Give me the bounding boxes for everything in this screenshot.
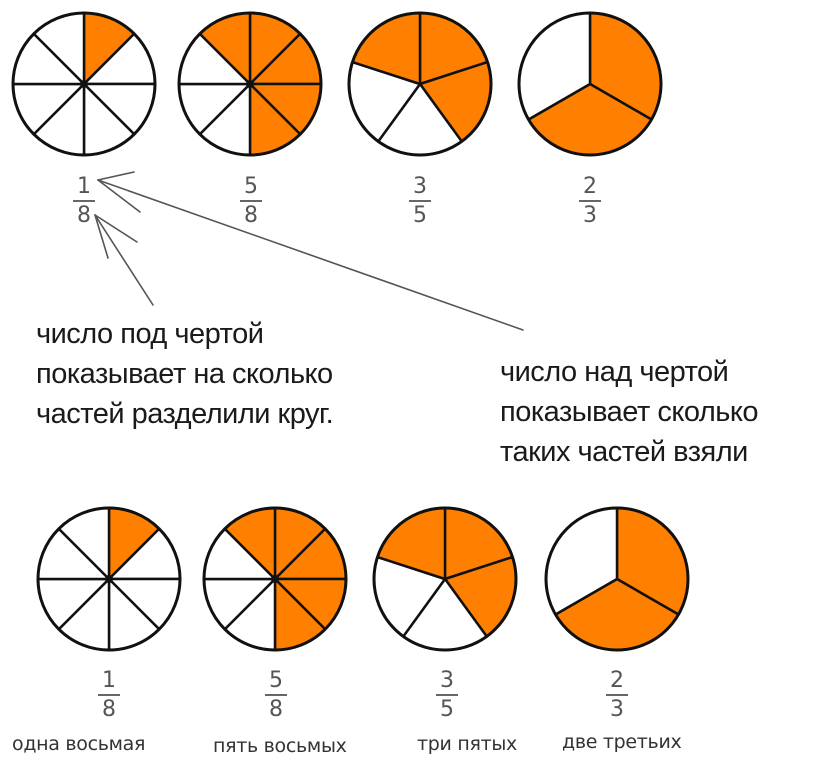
pie-two-thirds-bottom bbox=[544, 506, 690, 652]
fraction-top-4: 2 3 bbox=[570, 176, 610, 227]
pie-three-fifths-bottom bbox=[372, 506, 518, 652]
fraction-words-4: две третьих bbox=[562, 731, 682, 753]
fraction-bottom-3: 3 5 bbox=[427, 670, 467, 721]
caption-line: таких частей взяли bbox=[500, 436, 748, 468]
fraction-bar bbox=[409, 200, 431, 202]
numerator: 3 bbox=[440, 668, 454, 693]
arrow-to-numerator bbox=[97, 179, 524, 331]
pie-two-thirds-top bbox=[517, 11, 663, 157]
numerator: 1 bbox=[77, 174, 91, 199]
denominator: 5 bbox=[413, 203, 427, 228]
fraction-bottom-2: 5 8 bbox=[256, 670, 296, 721]
numerator: 5 bbox=[269, 668, 283, 693]
caption-line: частей разделили круг. bbox=[36, 398, 334, 430]
numerator: 2 bbox=[610, 668, 624, 693]
pie-five-eighths-bottom bbox=[202, 506, 348, 652]
fraction-bar bbox=[73, 200, 95, 202]
denominator: 3 bbox=[610, 697, 624, 722]
numerator: 1 bbox=[102, 668, 116, 693]
arrow-to-denominator bbox=[94, 214, 154, 306]
fraction-bar bbox=[240, 200, 262, 202]
denominator: 3 bbox=[583, 203, 597, 228]
fraction-bottom-1: 1 8 bbox=[89, 670, 129, 721]
fraction-words-2: пять восьмых bbox=[213, 735, 347, 757]
fraction-words-3: три пятых bbox=[417, 733, 517, 755]
fraction-bar bbox=[265, 694, 287, 696]
fraction-bar bbox=[579, 200, 601, 202]
fraction-top-1: 1 8 bbox=[64, 176, 104, 227]
fraction-words-1: одна восьмая bbox=[12, 733, 146, 755]
fraction-bar bbox=[606, 694, 628, 696]
caption-line: число над чертой bbox=[500, 356, 729, 388]
numerator: 2 bbox=[583, 174, 597, 199]
pie-three-fifths-top bbox=[347, 11, 493, 157]
denominator: 8 bbox=[77, 203, 91, 228]
pie-one-eighth-bottom bbox=[36, 506, 182, 652]
caption-line: показывает сколько bbox=[500, 396, 759, 428]
pie-five-eighths-top bbox=[177, 11, 323, 157]
caption-line: число под чертой bbox=[36, 318, 264, 350]
pie-one-eighth-top bbox=[11, 11, 157, 157]
fraction-top-3: 3 5 bbox=[400, 176, 440, 227]
numerator-explanation: число над чертой показывает сколько таки… bbox=[500, 352, 759, 472]
fraction-bar bbox=[436, 694, 458, 696]
fraction-bar bbox=[98, 694, 120, 696]
denominator-explanation: число под чертой показывает на сколько ч… bbox=[36, 314, 334, 434]
numerator: 3 bbox=[413, 174, 427, 199]
fraction-top-2: 5 8 bbox=[231, 176, 271, 227]
denominator: 5 bbox=[440, 697, 454, 722]
denominator: 8 bbox=[244, 203, 258, 228]
numerator: 5 bbox=[244, 174, 258, 199]
denominator: 8 bbox=[269, 697, 283, 722]
caption-line: показывает на сколько bbox=[36, 358, 333, 390]
fraction-bottom-4: 2 3 bbox=[597, 670, 637, 721]
denominator: 8 bbox=[102, 697, 116, 722]
